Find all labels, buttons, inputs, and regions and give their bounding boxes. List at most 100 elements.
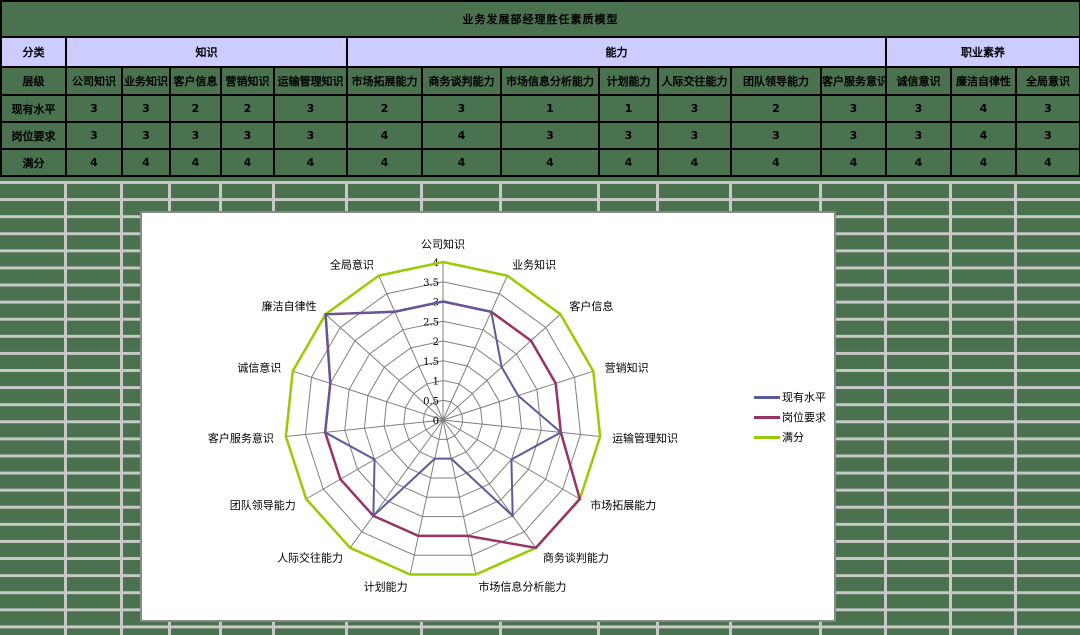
value-cell[interactable]: 3 <box>657 94 732 123</box>
category-axis-label: 市场拓展能力 <box>590 498 656 512</box>
column-header[interactable]: 商务谈判能力 <box>421 66 502 96</box>
table-row-required-level: 岗位要求 3 3 3 3 3 4 4 3 3 3 3 3 3 4 3 <box>0 121 1080 150</box>
column-header[interactable]: 客户信息 <box>169 66 222 96</box>
value-cell[interactable]: 3 <box>1015 94 1080 123</box>
column-header[interactable]: 计划能力 <box>598 66 659 96</box>
value-cell[interactable]: 4 <box>820 148 887 177</box>
value-cell[interactable]: 4 <box>273 148 348 177</box>
row-label[interactable]: 岗位要求 <box>0 121 67 150</box>
value-cell[interactable]: 3 <box>121 121 171 150</box>
category-axis-label: 公司知识 <box>421 237 465 251</box>
value-cell[interactable]: 3 <box>820 94 887 123</box>
value-cell[interactable]: 4 <box>421 121 502 150</box>
category-axis-label: 廉洁自律性 <box>262 299 317 313</box>
legend-label: 满分 <box>782 431 804 444</box>
category-professionalism[interactable]: 职业素养 <box>885 36 1080 68</box>
category-knowledge[interactable]: 知识 <box>65 36 348 68</box>
radar-spoke <box>285 419 444 438</box>
radar-spoke <box>442 419 537 549</box>
value-cell[interactable]: 2 <box>730 94 822 123</box>
column-header[interactable]: 人际交往能力 <box>657 66 732 96</box>
table-row-current-level: 现有水平 3 3 2 2 3 2 3 1 1 3 2 3 3 4 3 <box>0 94 1080 123</box>
value-cell[interactable]: 3 <box>273 94 348 123</box>
category-axis-label: 业务知识 <box>512 258 556 272</box>
category-axis-label: 团队领导能力 <box>230 498 296 512</box>
value-cell[interactable]: 3 <box>730 121 822 150</box>
value-cell[interactable]: 3 <box>598 121 659 150</box>
value-cell[interactable]: 3 <box>273 121 348 150</box>
radial-tick-label: 3.5 <box>423 278 439 289</box>
value-cell[interactable]: 4 <box>121 148 171 177</box>
value-cell[interactable]: 3 <box>220 121 275 150</box>
category-axis-label: 诚信意识 <box>237 360 281 374</box>
column-header[interactable]: 团队领导能力 <box>730 66 822 96</box>
value-cell[interactable]: 3 <box>500 121 600 150</box>
value-cell[interactable]: 3 <box>65 121 123 150</box>
series-line-0[interactable] <box>324 300 563 519</box>
column-divider <box>949 181 952 635</box>
value-cell[interactable]: 1 <box>598 94 659 123</box>
column-header[interactable]: 诚信意识 <box>885 66 952 96</box>
value-cell[interactable]: 3 <box>121 94 171 123</box>
legend-label: 岗位要求 <box>782 411 826 424</box>
column-header[interactable]: 市场拓展能力 <box>346 66 423 96</box>
value-cell[interactable]: 4 <box>885 148 952 177</box>
value-cell[interactable]: 3 <box>65 94 123 123</box>
value-cell[interactable]: 4 <box>169 148 222 177</box>
radar-gridline <box>344 320 542 518</box>
value-cell[interactable]: 2 <box>220 94 275 123</box>
legend-swatch-icon <box>754 395 780 399</box>
column-header[interactable]: 全局意识 <box>1015 66 1080 96</box>
series-line-2[interactable] <box>284 260 602 576</box>
category-axis-label: 运输管理知识 <box>612 431 678 445</box>
value-cell[interactable]: 4 <box>950 94 1017 123</box>
value-cell[interactable]: 3 <box>657 121 732 150</box>
column-header[interactable]: 市场信息分析能力 <box>500 66 600 96</box>
value-cell[interactable]: 2 <box>169 94 222 123</box>
column-divider <box>884 181 887 635</box>
radar-spoke <box>442 419 601 438</box>
value-cell[interactable]: 3 <box>421 94 502 123</box>
column-header[interactable]: 廉洁自律性 <box>950 66 1017 96</box>
category-ability[interactable]: 能力 <box>346 36 887 68</box>
column-header[interactable]: 业务知识 <box>121 66 171 96</box>
value-cell[interactable]: 2 <box>346 94 423 123</box>
value-cell[interactable]: 4 <box>1015 148 1080 177</box>
value-cell[interactable]: 4 <box>346 121 423 150</box>
chart-legend[interactable]: 现有水平 岗位要求 满分 <box>754 387 826 447</box>
value-cell[interactable]: 3 <box>1015 121 1080 150</box>
legend-item-full: 满分 <box>754 427 826 447</box>
column-header[interactable]: 运输管理知识 <box>273 66 348 96</box>
value-cell[interactable]: 4 <box>950 121 1017 150</box>
column-header[interactable]: 营销知识 <box>220 66 275 96</box>
legend-swatch-icon <box>754 415 780 419</box>
category-axis-label: 客户信息 <box>569 299 613 313</box>
value-cell[interactable]: 4 <box>220 148 275 177</box>
value-cell[interactable]: 3 <box>885 94 952 123</box>
value-cell[interactable]: 4 <box>421 148 502 177</box>
value-cell[interactable]: 4 <box>65 148 123 177</box>
value-cell[interactable]: 1 <box>500 94 600 123</box>
series-line-1[interactable] <box>323 300 582 550</box>
value-cell[interactable]: 4 <box>598 148 659 177</box>
header-label-cell[interactable]: 层级 <box>0 66 67 96</box>
radar-spoke <box>442 419 477 575</box>
value-cell[interactable]: 4 <box>730 148 822 177</box>
column-header[interactable]: 公司知识 <box>65 66 123 96</box>
value-cell[interactable]: 3 <box>169 121 222 150</box>
category-axis-label: 营销知识 <box>605 360 649 374</box>
value-cell[interactable]: 4 <box>657 148 732 177</box>
column-header[interactable]: 客户服务意识 <box>820 66 887 96</box>
row-label[interactable]: 现有水平 <box>0 94 67 123</box>
value-cell[interactable]: 4 <box>500 148 600 177</box>
value-cell[interactable]: 4 <box>950 148 1017 177</box>
value-cell[interactable]: 4 <box>346 148 423 177</box>
value-cell[interactable]: 3 <box>885 121 952 150</box>
category-label-cell[interactable]: 分类 <box>0 36 67 68</box>
table-title[interactable]: 业务发展部经理胜任素质模型 <box>0 0 1080 38</box>
header-row: 层级 公司知识 业务知识 客户信息 营销知识 运输管理知识 市场拓展能力 商务谈… <box>0 66 1080 96</box>
row-label[interactable]: 满分 <box>0 148 67 177</box>
value-cell[interactable]: 3 <box>820 121 887 150</box>
category-axis-label: 全局意识 <box>330 258 374 272</box>
